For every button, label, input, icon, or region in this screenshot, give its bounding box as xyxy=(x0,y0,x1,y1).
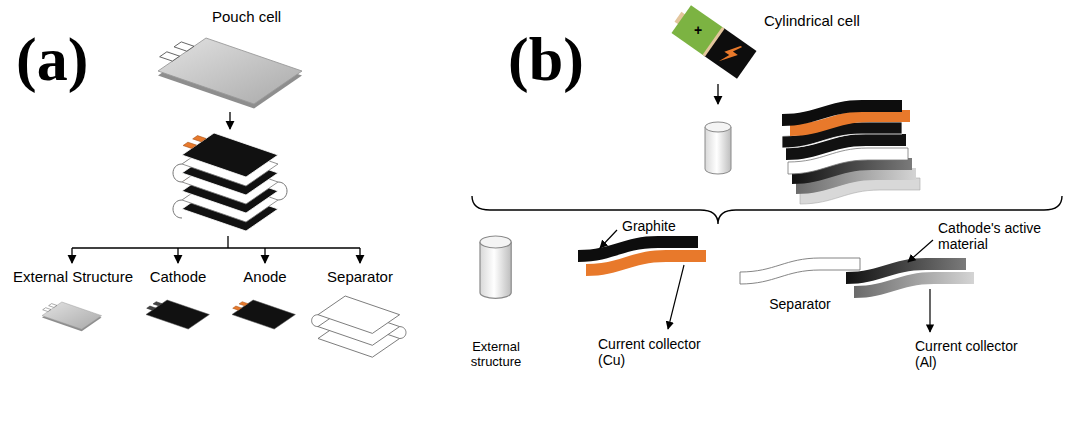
component-label: External Structure xyxy=(3,268,143,285)
component-label: Current collector (Al) xyxy=(915,338,1019,370)
component-label: Separator xyxy=(310,268,410,285)
leader-lines xyxy=(600,230,933,332)
electrode-sheets xyxy=(782,100,920,204)
component-label: Current collector (Cu) xyxy=(598,336,702,368)
split-bracket xyxy=(72,236,360,263)
external-structure-icon xyxy=(42,302,102,331)
external-structure-icon xyxy=(480,236,511,298)
cathode-sheet xyxy=(846,258,974,298)
cathode-icon xyxy=(146,300,209,329)
cylindrical-cell xyxy=(668,3,756,79)
cell-label: Pouch cell xyxy=(212,8,322,25)
separator-sheet xyxy=(740,258,860,284)
can-icon xyxy=(705,122,731,174)
anode-sheet xyxy=(578,236,706,276)
component-label: Cathode's active material xyxy=(938,220,1076,252)
brace xyxy=(472,196,1062,224)
cell-label: Cylindrical cell xyxy=(764,12,894,29)
anode-icon xyxy=(232,300,295,329)
panel-letter: (b) xyxy=(508,24,638,95)
pouch-cell xyxy=(158,38,302,109)
panel-letter: (a) xyxy=(16,24,146,95)
component-label: Graphite xyxy=(622,218,702,234)
separator-icon xyxy=(312,296,406,357)
electrode-stack xyxy=(173,133,287,231)
component-label: Separator xyxy=(750,296,850,312)
terminal-sign: + xyxy=(690,22,706,38)
component-label: Cathode xyxy=(138,268,218,285)
component-label: External structure xyxy=(456,340,536,370)
component-label: Anode xyxy=(225,268,305,285)
